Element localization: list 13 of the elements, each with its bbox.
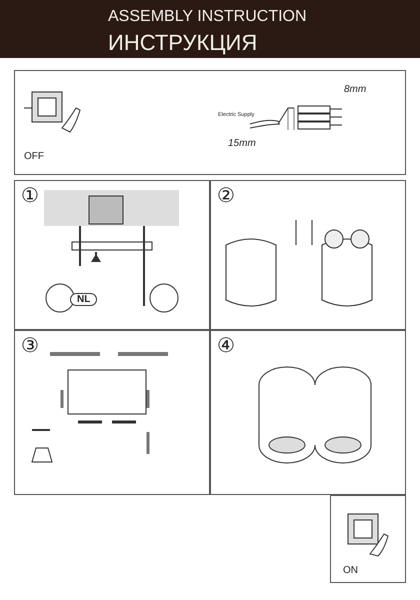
title: ASSEMBLY INSTRUCTION	[108, 8, 307, 26]
step-panel	[14, 70, 406, 175]
header-band	[0, 0, 420, 58]
dimension-label: 8mm	[344, 84, 366, 95]
step-number: ②	[217, 183, 235, 207]
label-mark: NL	[70, 293, 98, 306]
step-number: ④	[217, 333, 235, 357]
step-number: ①	[21, 183, 39, 207]
dimension-label: 15mm	[228, 138, 256, 149]
switch-state: ON	[343, 565, 358, 576]
switch-state: OFF	[24, 151, 44, 162]
step-number: ③	[21, 333, 39, 357]
title-russian: ИНСТРУКЦИЯ	[108, 30, 258, 56]
